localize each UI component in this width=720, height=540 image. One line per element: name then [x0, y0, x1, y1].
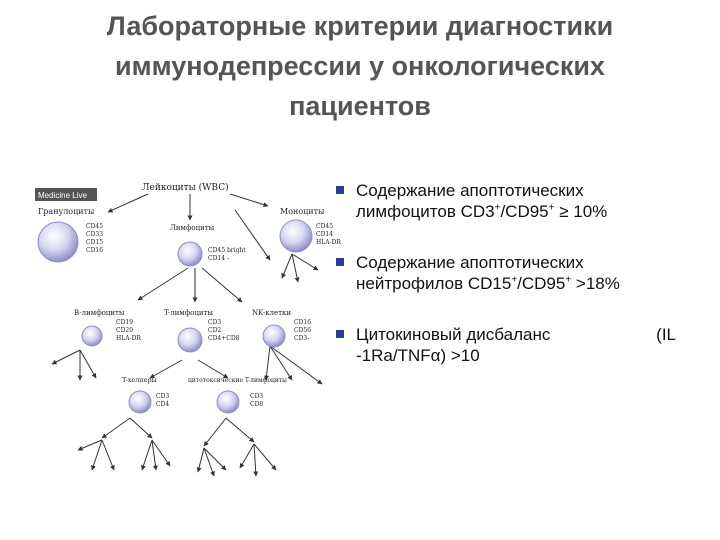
svg-text:CD2: CD2: [208, 327, 221, 334]
svg-text:CD45 bright: CD45 bright: [208, 247, 246, 254]
svg-text:HLA-DR: HLA-DR: [316, 239, 341, 246]
lymphocyte-markers: CD45 bright CD14 -: [208, 247, 246, 262]
criterion-1-line-1: Содержание апоптотических: [356, 181, 584, 200]
b-lymph-label: B-лимфоциты: [74, 309, 125, 317]
svg-text:CD3: CD3: [250, 393, 263, 400]
t-cytotoxic-label: цитотоксические T-лимфоциты: [188, 377, 287, 384]
svg-text:CD3: CD3: [156, 393, 169, 400]
criterion-neutrophils: Содержание апоптотических нейтрофилов CD…: [336, 252, 696, 294]
b-lymph-markers: CD19 CD20 HLA-DR: [116, 319, 141, 342]
svg-text:CD3: CD3: [208, 319, 221, 326]
criterion-3-line-2: -1Ra/TNFα) >10: [356, 346, 480, 365]
watermark-box: [35, 188, 97, 201]
nk-markers: CD16 CD56 CD3-: [294, 319, 311, 342]
svg-text:CD20: CD20: [116, 327, 133, 334]
criterion-2-line-2: нейтрофилов CD15+/CD95+ >18%: [356, 274, 620, 293]
criterion-3-line-1: Цитокиновый дисбаланс(IL: [356, 325, 676, 344]
svg-text:CD8: CD8: [250, 401, 263, 408]
svg-text:CD4: CD4: [156, 401, 169, 408]
tree-arrows: [51, 193, 323, 477]
svg-text:CD45: CD45: [316, 223, 333, 230]
svg-text:HLA-DR: HLA-DR: [116, 335, 141, 342]
monocyte-markers: CD45 CD14 HLA-DR: [316, 223, 341, 246]
title-line-3: пациентов: [289, 91, 431, 121]
watermark-text: Medicine Live: [38, 191, 87, 200]
nk-cell: [262, 324, 286, 348]
t-lymph-label: T-лимфоциты: [164, 309, 213, 317]
monocytes-label: Моноциты: [280, 207, 325, 216]
criterion-lymphocytes: Содержание апоптотических лимфоцитов CD3…: [336, 180, 696, 222]
b-lymph-cell: [81, 325, 103, 347]
lymphocyte-cell: [177, 241, 203, 267]
svg-text:CD19: CD19: [116, 319, 133, 326]
svg-text:CD15: CD15: [86, 239, 103, 246]
svg-text:CD14: CD14: [316, 231, 333, 238]
svg-text:CD3-: CD3-: [294, 335, 309, 342]
t-lymph-cell: [177, 327, 203, 353]
granulocyte-cell: [37, 221, 79, 263]
svg-text:CD45: CD45: [86, 223, 103, 230]
title-line-2: иммунодепрессии у онкологических: [115, 51, 605, 81]
t-cytotoxic-markers: CD3 CD8: [250, 393, 263, 408]
svg-text:CD4+CD8: CD4+CD8: [208, 335, 240, 342]
leukocyte-tree-diagram: Medicine Live Лейкоциты (WBC): [35, 182, 341, 477]
svg-text:CD14 -: CD14 -: [208, 255, 229, 262]
svg-text:CD16: CD16: [294, 319, 311, 326]
svg-text:CD33: CD33: [86, 231, 103, 238]
svg-text:CD16: CD16: [86, 247, 103, 254]
criterion-2-line-1: Содержание апоптотических: [356, 253, 584, 272]
granulocyte-markers: CD45 CD33 CD15 CD16: [86, 223, 103, 254]
granulocytes-label: Гранулоциты: [38, 207, 95, 216]
criterion-1-line-2: лимфоцитов CD3+/CD95+ ≥ 10%: [356, 202, 608, 221]
svg-text:CD56: CD56: [294, 327, 311, 334]
nk-label: NK-клетки: [252, 309, 291, 317]
t-helper-cell: [128, 390, 152, 414]
criteria-list: Содержание апоптотических лимфоцитов CD3…: [336, 180, 696, 396]
title-line-1: Лабораторные критерии диагностики: [106, 11, 614, 41]
t-helpers-label: T-хелперы: [122, 376, 157, 384]
t-lymph-markers: CD3 CD2 CD4+CD8: [208, 319, 240, 342]
monocyte-cell: [279, 219, 313, 253]
slide-title: Лабораторные критерии диагностики иммуно…: [20, 6, 700, 126]
t-helper-markers: CD3 CD4: [156, 393, 169, 408]
lymphocytes-label: Лимфоциты: [170, 224, 215, 232]
criterion-cytokine: Цитокиновый дисбаланс(IL -1Ra/TNFα) >10: [336, 324, 696, 366]
root-label: Лейкоциты (WBC): [142, 182, 229, 193]
t-cytotoxic-cell: [216, 390, 240, 414]
